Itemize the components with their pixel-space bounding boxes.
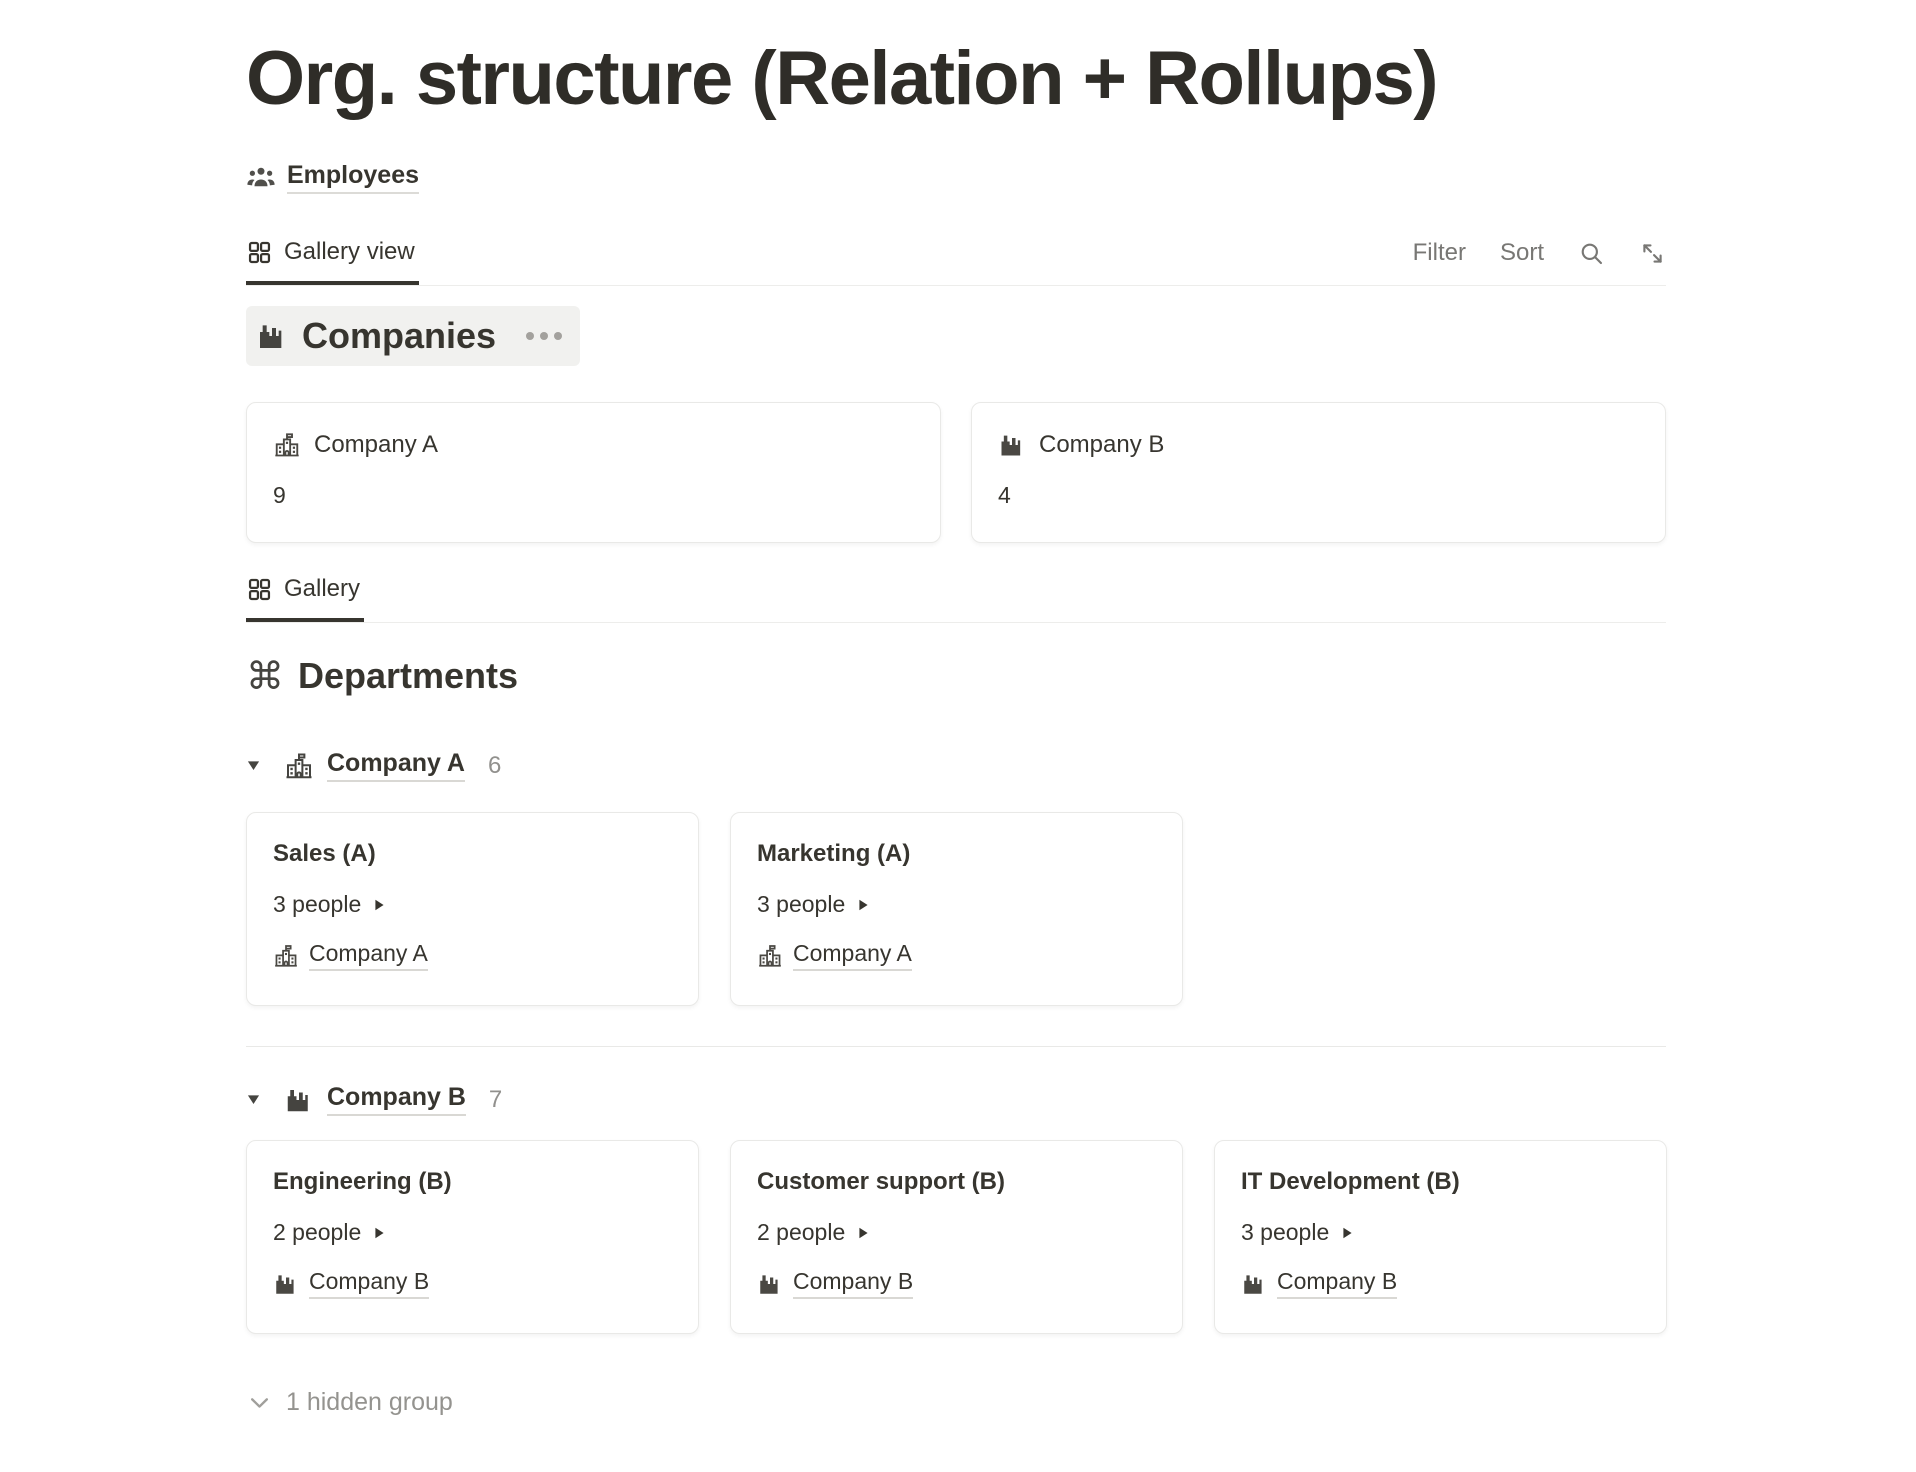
more-options-button[interactable]	[526, 332, 563, 341]
group-count: 6	[487, 751, 502, 779]
factory-icon	[760, 1274, 778, 1294]
people-icon	[247, 167, 275, 186]
chevron-down-icon	[251, 1398, 268, 1408]
company-relation-link: Company B	[793, 1268, 914, 1300]
group-count: 7	[488, 1085, 503, 1113]
group-divider	[246, 1046, 1666, 1048]
companies-section-header[interactable]: Companies	[246, 306, 581, 367]
filter-button[interactable]: Filter	[1412, 239, 1466, 267]
company-relation[interactable]: Company B	[1241, 1268, 1640, 1300]
company-card-b[interactable]: Company B 4	[971, 402, 1666, 544]
department-card-title: Engineering (B)	[273, 1168, 452, 1196]
hidden-group-toggle[interactable]: 1 hidden group	[246, 1388, 1666, 1417]
factory-icon	[287, 1089, 308, 1111]
view-tab-bar: Gallery view Filter Sort	[246, 238, 1666, 287]
gallery-icon	[248, 578, 271, 600]
company-relation[interactable]: Company B	[273, 1268, 672, 1300]
gallery-icon	[248, 241, 271, 263]
school-building-icon	[274, 944, 298, 967]
school-building-icon	[758, 944, 782, 967]
departments-card-grid-b: Engineering (B) 2 people Company B Custo…	[246, 1140, 1667, 1335]
company-card-a[interactable]: Company A 9	[246, 402, 941, 544]
department-card-title: Marketing (A)	[757, 840, 911, 868]
school-building-icon	[274, 433, 300, 457]
command-icon: ⌘	[246, 654, 284, 699]
group-header-company-b: Company B 7	[246, 1083, 1666, 1117]
company-card-name: Company A	[314, 431, 439, 459]
people-count: 3 people	[273, 891, 362, 918]
page-title: Org. structure (Relation + Rollups)	[246, 36, 1439, 121]
group-header-company-a: Company A 6	[246, 749, 1666, 783]
company-card-name: Company B	[1039, 431, 1165, 459]
people-rollup[interactable]: 3 people	[273, 891, 672, 918]
people-rollup[interactable]: 2 people	[273, 1219, 672, 1246]
factory-icon	[276, 1274, 294, 1294]
company-card-rollup-value: 9	[273, 482, 286, 509]
triangle-right-icon	[859, 1227, 868, 1238]
company-relation-link: Company A	[793, 940, 912, 972]
triangle-right-icon	[1343, 1227, 1352, 1238]
expand-icon[interactable]	[1639, 240, 1666, 267]
view-tab-bar: Gallery	[246, 575, 1666, 624]
triangle-down-icon[interactable]	[246, 758, 261, 773]
triangle-right-icon	[859, 899, 868, 910]
department-card-engineering[interactable]: Engineering (B) 2 people Company B	[246, 1140, 699, 1335]
department-card-it-development[interactable]: IT Development (B) 3 people Company B	[1214, 1140, 1667, 1335]
department-card-title: Sales (A)	[273, 840, 376, 868]
sort-button[interactable]: Sort	[1499, 239, 1544, 267]
employees-link[interactable]: Employees	[246, 161, 420, 195]
company-card-rollup-value: 4	[998, 482, 1011, 509]
triangle-right-icon	[375, 1227, 384, 1238]
group-company-link[interactable]: Company A	[327, 749, 465, 783]
company-relation[interactable]: Company A	[273, 940, 672, 972]
search-icon[interactable]	[1578, 240, 1605, 267]
group-company-link[interactable]: Company B	[327, 1083, 466, 1117]
people-count: 2 people	[273, 1219, 362, 1246]
department-card-sales[interactable]: Sales (A) 3 people Company A	[246, 812, 699, 1007]
people-count: 2 people	[757, 1219, 846, 1246]
department-card-customer-support[interactable]: Customer support (B) 2 people Company B	[730, 1140, 1183, 1335]
people-count: 3 people	[757, 891, 846, 918]
company-relation-link: Company B	[309, 1268, 430, 1300]
triangle-down-icon[interactable]	[246, 1092, 261, 1107]
department-card-title: IT Development (B)	[1241, 1168, 1460, 1196]
tab-gallery-view-label: Gallery view	[284, 238, 415, 266]
company-relation[interactable]: Company B	[757, 1268, 1156, 1300]
people-count: 3 people	[1241, 1219, 1330, 1246]
employees-link-label: Employees	[287, 161, 420, 195]
tab-gallery[interactable]: Gallery	[246, 575, 365, 623]
factory-icon	[260, 325, 282, 349]
company-relation-link: Company A	[309, 940, 428, 972]
departments-section-header[interactable]: ⌘ Departments	[246, 649, 518, 703]
company-relation-link: Company B	[1277, 1268, 1398, 1300]
tab-gallery-view[interactable]: Gallery view	[246, 238, 419, 286]
factory-icon	[1001, 435, 1021, 456]
companies-section-title: Companies	[302, 315, 497, 357]
people-rollup[interactable]: 3 people	[757, 891, 1156, 918]
view-toolbar: Filter Sort	[1413, 239, 1666, 285]
hidden-group-label: 1 hidden group	[286, 1388, 453, 1417]
page-content: Org. structure (Relation + Rollups) Empl…	[246, 0, 1667, 1417]
company-relation[interactable]: Company A	[757, 940, 1156, 972]
people-rollup[interactable]: 2 people	[757, 1219, 1156, 1246]
companies-card-grid: Company A 9 Company B 4	[246, 402, 1666, 544]
factory-icon	[1244, 1274, 1262, 1294]
people-rollup[interactable]: 3 people	[1241, 1219, 1640, 1246]
tab-gallery-label: Gallery	[284, 575, 361, 603]
triangle-right-icon	[375, 899, 384, 910]
school-building-icon	[285, 753, 313, 778]
department-card-marketing[interactable]: Marketing (A) 3 people Company A	[730, 812, 1183, 1007]
department-card-title: Customer support (B)	[757, 1168, 1005, 1196]
departments-section-title: Departments	[298, 655, 519, 697]
departments-card-grid-a: Sales (A) 3 people Company A Marketing (…	[246, 812, 1666, 1007]
